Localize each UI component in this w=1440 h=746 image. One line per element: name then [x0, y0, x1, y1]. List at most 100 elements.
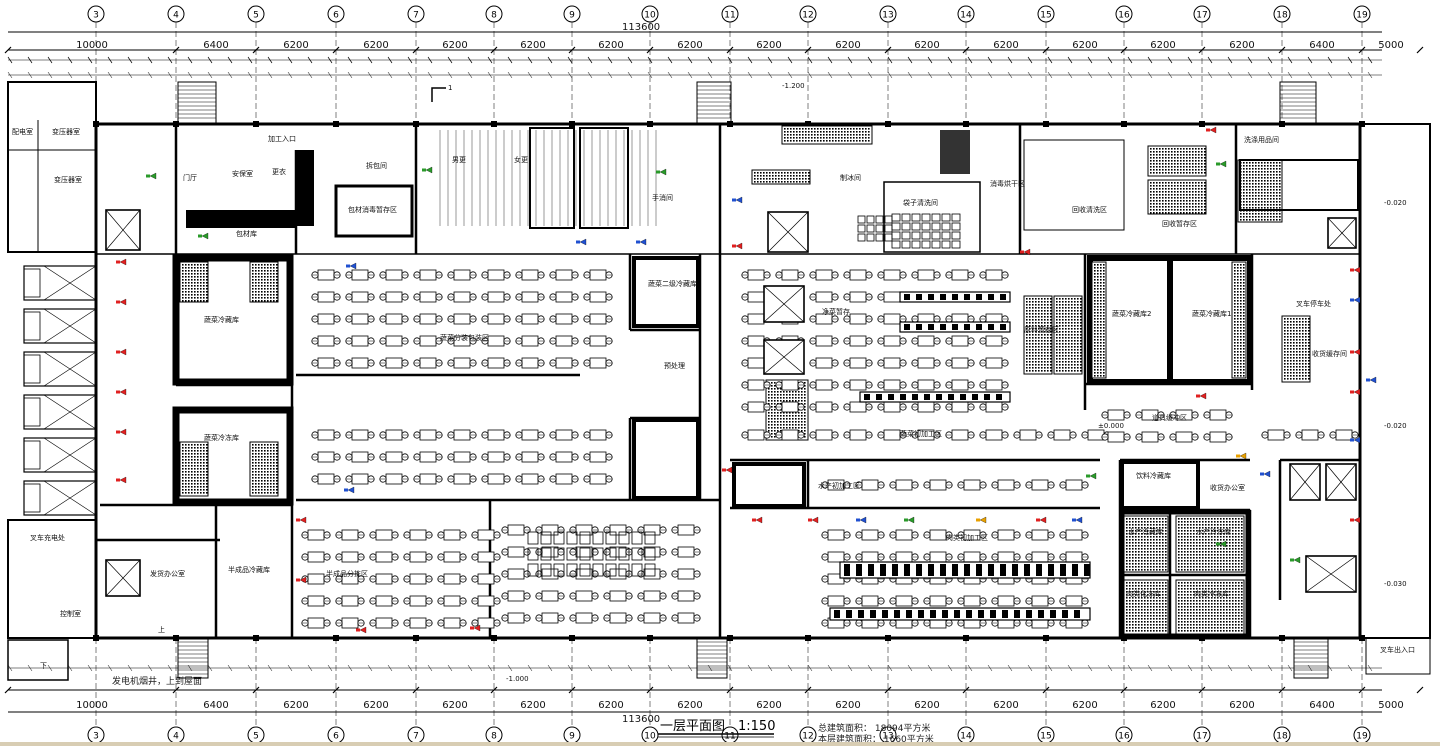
column [1043, 121, 1049, 127]
rack-dot [1190, 536, 1192, 538]
rack-dot [1211, 627, 1213, 629]
rack-dot [1296, 366, 1298, 368]
rack-dot [1211, 612, 1213, 614]
rack-dot [1138, 585, 1140, 587]
rack-dot [1162, 615, 1164, 617]
rack-dot [206, 300, 208, 302]
rack-dot [1235, 533, 1237, 535]
rack-dot [1138, 560, 1140, 562]
rack-dot [252, 282, 254, 284]
rack-dot [1068, 346, 1070, 348]
rack-dot [1103, 312, 1105, 314]
rack-dot [1273, 195, 1275, 197]
rack-dot [1156, 206, 1158, 208]
rack-dot [1100, 303, 1102, 305]
rack-dot [206, 297, 208, 299]
rack-dot [1199, 585, 1201, 587]
rack-dot [1220, 554, 1222, 556]
rack-dot [1214, 624, 1216, 626]
rack-dot [1035, 310, 1037, 312]
work-table [352, 358, 368, 368]
rack-dot [261, 483, 263, 485]
rack-dot [787, 172, 789, 174]
rack-dot [188, 273, 190, 275]
rack-dot [1156, 518, 1158, 520]
rack-dot [1226, 557, 1228, 559]
rack-dot [1100, 345, 1102, 347]
rack-dot [1100, 330, 1102, 332]
rack-dot [1165, 191, 1167, 193]
rack-dot [1205, 560, 1207, 562]
rack-dot [826, 128, 828, 130]
rack-dot [1252, 177, 1254, 179]
rack-dot [1150, 172, 1152, 174]
rack-dot [1029, 358, 1031, 360]
rack-dot [1126, 600, 1128, 602]
rack-dot [1074, 325, 1076, 327]
rack-dot [829, 137, 831, 139]
rack-dot [1223, 600, 1225, 602]
rack-dot [1246, 162, 1248, 164]
rack-dot [1270, 216, 1272, 218]
rack-dot [1202, 563, 1204, 565]
rack-dot [1202, 542, 1204, 544]
rack-dot [1235, 554, 1237, 556]
rack-dot [1270, 180, 1272, 182]
rack-dot [1038, 298, 1040, 300]
rack-dot [1171, 169, 1173, 171]
rack-dot [1153, 557, 1155, 559]
dimension-span: 6200 [1150, 40, 1175, 51]
rack-dot [802, 175, 804, 177]
rack-dot [1080, 343, 1082, 345]
rack-dot [261, 288, 263, 290]
rack-dot [1235, 527, 1237, 529]
rack-dot [757, 181, 759, 183]
rack-dot [1232, 627, 1234, 629]
rack-dot [1162, 166, 1164, 168]
rack-dot [1159, 548, 1161, 550]
rack-dot [1201, 212, 1203, 214]
rack-dot [1198, 148, 1200, 150]
rack-dot [1156, 212, 1158, 214]
rack-dot [1243, 168, 1245, 170]
rack-dot [1135, 545, 1137, 547]
rack-dot [1129, 627, 1131, 629]
rack-dot [1237, 297, 1239, 299]
rack-dot [200, 492, 202, 494]
rack-dot [1165, 203, 1167, 205]
rack-dot [1279, 198, 1281, 200]
rack-dot [1302, 336, 1304, 338]
rack-dot [261, 471, 263, 473]
rack [1148, 180, 1206, 214]
rack-dot [1097, 285, 1099, 287]
rack-dot [1126, 585, 1128, 587]
rack-dot [1050, 298, 1052, 300]
rack-dot [1190, 557, 1192, 559]
rack-dot [188, 489, 190, 491]
rack-dot [1261, 162, 1263, 164]
rack-dot [786, 415, 788, 417]
rack-dot [1138, 624, 1140, 626]
rack-dot [1100, 324, 1102, 326]
rack-dot [1065, 319, 1067, 321]
rack-dot [270, 480, 272, 482]
rack-dot [206, 444, 208, 446]
rack-dot [1094, 366, 1096, 368]
rack-dot [1189, 172, 1191, 174]
rack-dot [182, 297, 184, 299]
rack-dot [1180, 154, 1182, 156]
rack-dot [1156, 563, 1158, 565]
rack-dot [1290, 360, 1292, 362]
rack-dot [1097, 330, 1099, 332]
rack-dot [1065, 346, 1067, 348]
rack-dot [273, 273, 275, 275]
rack-dot [1041, 316, 1043, 318]
rack-dot [1026, 334, 1028, 336]
rack-dot [258, 462, 260, 464]
rack-dot [1150, 569, 1152, 571]
rack-dot [1029, 307, 1031, 309]
rack-dot [1181, 527, 1183, 529]
rack-dot [1129, 618, 1131, 620]
rack-dot [1214, 618, 1216, 620]
rack-dot [1044, 355, 1046, 357]
